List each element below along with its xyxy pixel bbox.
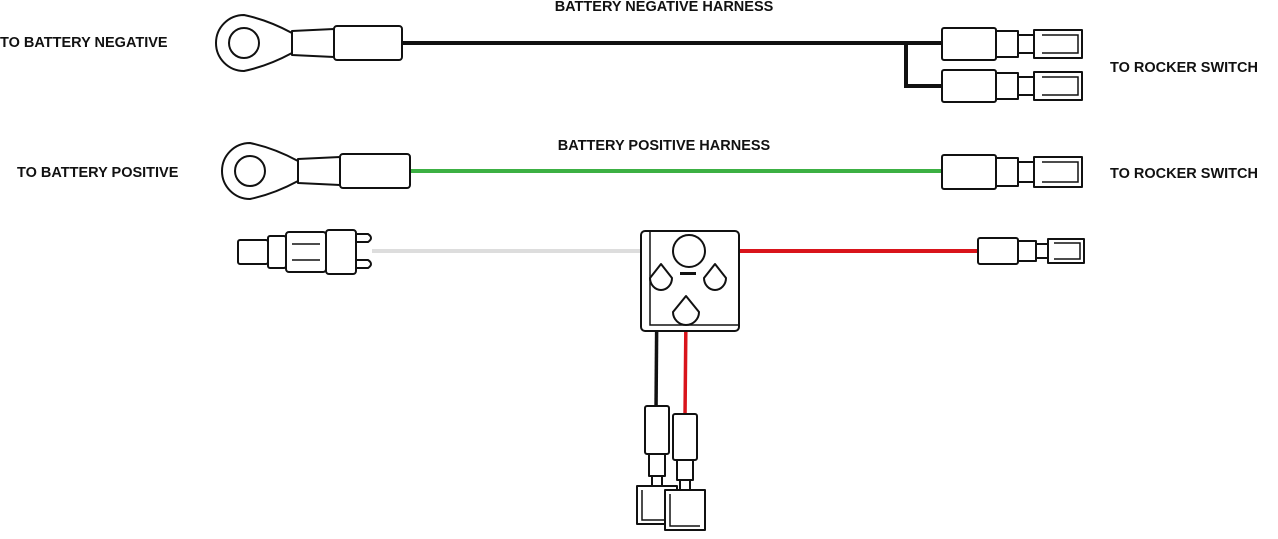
positive-harness-title: BATTERY POSITIVE HARNESS <box>558 138 771 154</box>
relay-harness <box>237 229 1085 531</box>
spade-connector-icon <box>977 237 1085 265</box>
to-battery-negative-label: TO BATTERY NEGATIVE <box>0 35 168 51</box>
to-rocker-switch-label-mid: TO ROCKER SWITCH <box>1110 166 1258 182</box>
plug-connector-icon <box>237 229 372 275</box>
ring-terminal-icon <box>215 14 403 72</box>
ring-terminal-icon <box>221 142 411 200</box>
spade-connector-icon <box>664 413 706 531</box>
spade-connector-icon <box>941 27 1083 61</box>
relay-socket-icon <box>640 230 740 332</box>
negative-harness-title: BATTERY NEGATIVE HARNESS <box>555 0 774 15</box>
spade-connector-icon <box>941 69 1083 103</box>
spade-connector-icon <box>941 154 1083 190</box>
negative-wire <box>402 41 942 88</box>
positive-harness <box>221 142 1083 200</box>
to-rocker-switch-label-top: TO ROCKER SWITCH <box>1110 60 1258 76</box>
negative-harness <box>215 14 1083 103</box>
to-battery-positive-label: TO BATTERY POSITIVE <box>17 165 179 181</box>
